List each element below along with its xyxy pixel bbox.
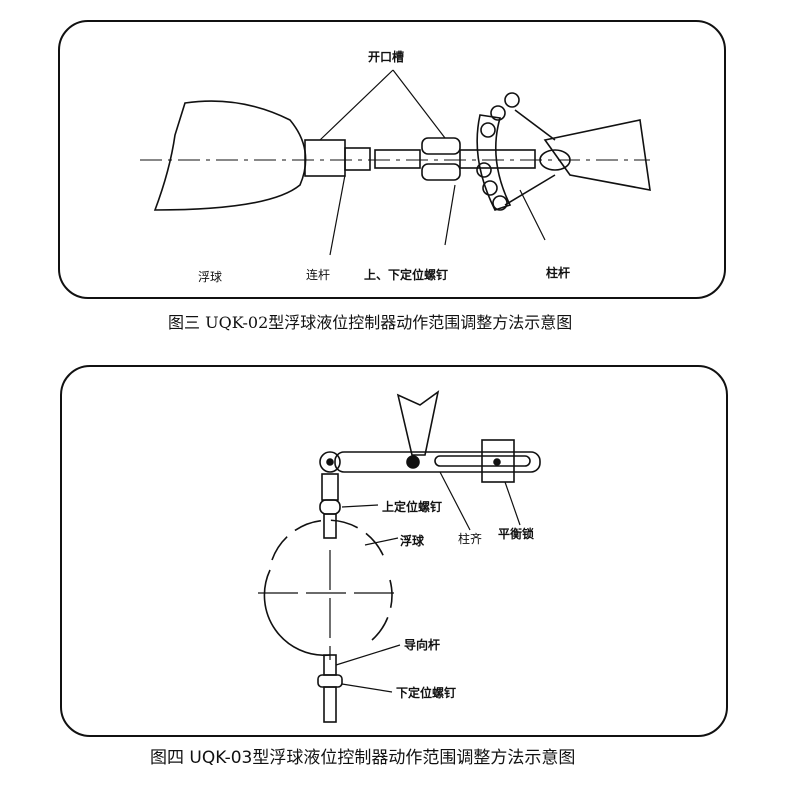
leader-lines: [335, 471, 521, 693]
ball: [504, 92, 520, 108]
pivot: [319, 451, 341, 473]
float-centerlines: [258, 550, 400, 660]
arc-struts: [504, 109, 556, 206]
lower-screw: [421, 163, 461, 181]
float-ball-lower-arc: [263, 569, 331, 657]
figure4-panel: [60, 365, 728, 737]
arc-guide: [476, 114, 512, 211]
ball: [480, 122, 496, 138]
label-post-rod: 柱杆: [546, 266, 571, 280]
post-rod: [543, 119, 651, 191]
figure3-caption: 图三 UQK-02型浮球液位控制器动作范围调整方法示意图: [168, 313, 573, 332]
upper-screw: [421, 137, 461, 155]
balance-lock: [481, 439, 515, 483]
label-slot: 开口槽: [368, 50, 405, 64]
ball: [482, 180, 498, 196]
label-upper-screw: 上定位螺钉: [382, 500, 443, 514]
ball: [490, 105, 506, 121]
rod-mid-segment: [323, 513, 337, 539]
float-body: [153, 100, 307, 211]
arm: [334, 451, 541, 473]
lower-screw: [317, 674, 343, 688]
label-guide-rod: 导向杆: [404, 638, 441, 652]
label-link-rod: 连杆: [306, 268, 331, 282]
post-rod-hub: [539, 149, 571, 171]
rod-lower-segment: [323, 686, 337, 723]
label-lower-screw: 下定位螺钉: [396, 686, 457, 700]
link-rod-extension: [374, 149, 421, 169]
leader-lines: [319, 69, 546, 256]
ball: [476, 162, 492, 178]
balls: [476, 92, 520, 211]
balance-lock-pin: [493, 458, 501, 466]
vane-pin: [406, 455, 420, 469]
label-float: 浮球: [400, 534, 425, 548]
figure4-caption: 图四 UQK-03型浮球液位控制器动作范围调整方法示意图: [150, 748, 576, 768]
label-post: 柱齐: [458, 532, 483, 546]
label-screws: 上、下定位螺钉: [364, 268, 449, 282]
label-balance-lock: 平衡锁: [498, 527, 535, 541]
label-float: 浮球: [198, 270, 223, 284]
upper-screw: [319, 499, 341, 515]
vane: [396, 390, 440, 456]
pivot-pin: [326, 458, 334, 466]
link-rod-segment: [344, 147, 371, 171]
rod-upper-segment: [321, 473, 339, 501]
